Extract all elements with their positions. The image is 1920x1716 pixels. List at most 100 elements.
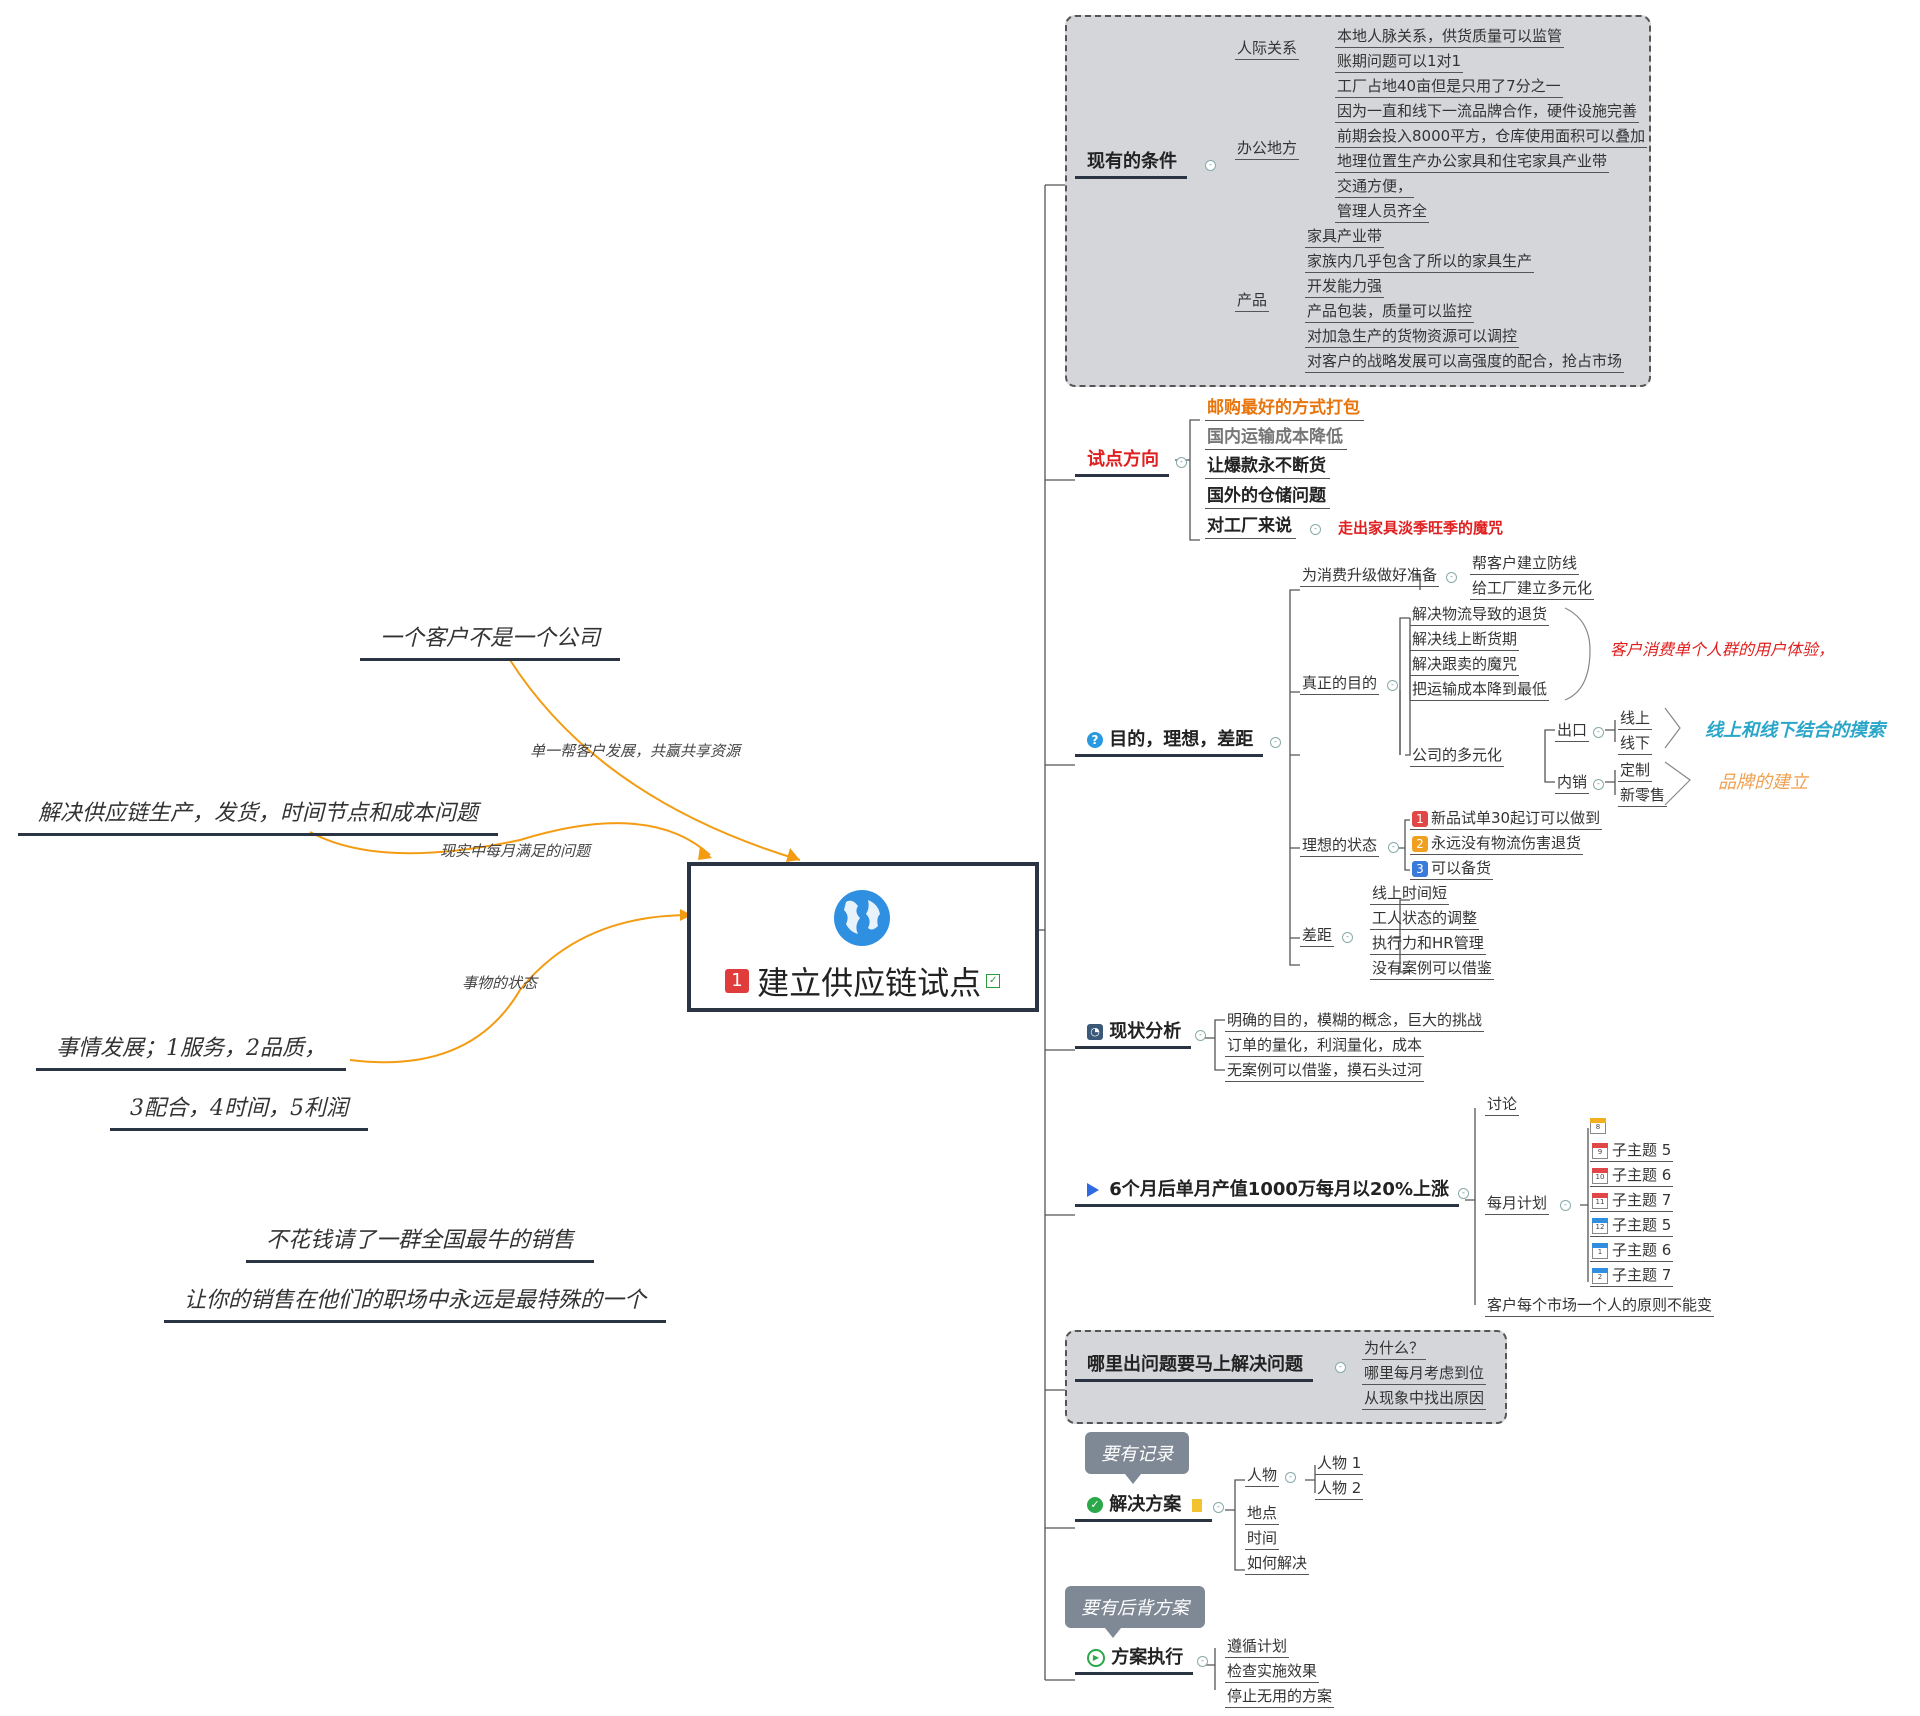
branch-goal-ideal-gap[interactable]: ? 目的，理想，差距 <box>1075 730 1264 757</box>
list-item[interactable]: 产品包装，质量可以监控 <box>1305 301 1475 323</box>
collapse-toggle[interactable]: - <box>1388 842 1399 853</box>
list-item[interactable]: 人物 1 <box>1315 1453 1364 1475</box>
floating-note-4[interactable]: 不花钱请了一群全国最牛的销售 <box>246 1222 595 1263</box>
list-item[interactable]: 国外的仓储问题 <box>1205 486 1330 509</box>
list-item[interactable]: 哪里每月考虑到位 <box>1362 1363 1487 1385</box>
relationship-label-3[interactable]: 事物的状态 <box>462 974 538 992</box>
branch-pilot-direction[interactable]: 试点方向 <box>1075 450 1169 477</box>
floating-note-3b[interactable]: 3配合，4时间，5利润 <box>110 1090 368 1131</box>
node-product[interactable]: 产品 <box>1235 290 1270 312</box>
floating-note-3a[interactable]: 事情发展；1服务，2品质， <box>36 1030 346 1071</box>
list-item[interactable]: 无案例可以借鉴，摸石头过河 <box>1225 1060 1425 1082</box>
list-item[interactable]: 家族内几乎包含了所以的家具生产 <box>1305 251 1535 273</box>
list-item[interactable]: 国内运输成本降低 <box>1205 427 1347 450</box>
list-item[interactable]: 线上时间短 <box>1370 883 1450 905</box>
list-item[interactable]: 前期会投入8000平方，仓库使用面积可以叠加 <box>1335 126 1648 148</box>
list-item[interactable]: 时间 <box>1245 1528 1280 1550</box>
relationship-label-1[interactable]: 单一帮客户发展，共赢共享资源 <box>530 742 741 760</box>
list-item[interactable]: 线上 <box>1618 708 1653 730</box>
list-item[interactable]: 订单的量化，利润量化，成本 <box>1225 1035 1425 1057</box>
collapse-toggle[interactable]: - <box>1387 680 1398 691</box>
list-item[interactable]: 地理位置生产办公家具和住宅家具产业带 <box>1335 151 1610 173</box>
list-item[interactable]: 线下 <box>1618 733 1653 755</box>
collapse-toggle[interactable]: - <box>1458 1188 1469 1199</box>
collapse-toggle[interactable]: - <box>1335 1362 1346 1373</box>
list-item[interactable]: 执行力和HR管理 <box>1370 933 1486 955</box>
node-market-rule[interactable]: 客户每个市场一个人的原则不能变 <box>1485 1295 1715 1317</box>
collapse-toggle[interactable]: - <box>1593 727 1604 738</box>
list-item[interactable]: 把运输成本降到最低 <box>1410 679 1550 701</box>
relationship-label-2[interactable]: 现实中每月满足的问题 <box>440 842 591 860</box>
list-item[interactable]: 明确的目的，模糊的概念，巨大的挑战 <box>1225 1010 1485 1032</box>
node-interpersonal[interactable]: 人际关系 <box>1235 38 1300 60</box>
node-export[interactable]: 出口 <box>1555 720 1590 742</box>
list-item[interactable]: 检查实施效果 <box>1225 1661 1320 1683</box>
list-item[interactable]: 走出家具淡季旺季的魔咒 <box>1338 519 1504 537</box>
collapse-toggle[interactable]: - <box>1560 1200 1571 1211</box>
branch-plan-execution[interactable]: ▶ 方案执行 <box>1075 1648 1194 1675</box>
summary-label[interactable]: 线上和线下结合的摸索 <box>1705 720 1885 741</box>
list-item[interactable]: 解决线上断货期 <box>1410 629 1520 651</box>
summary-label[interactable]: 客户消费单个人群的用户体验， <box>1610 640 1835 659</box>
list-item[interactable]: 遵循计划 <box>1225 1636 1290 1658</box>
list-item[interactable]: 管理人员齐全 <box>1335 201 1430 223</box>
list-item[interactable]: 从现象中找出原因 <box>1362 1388 1487 1410</box>
collapse-toggle[interactable]: - <box>1310 524 1321 535</box>
list-item[interactable]: 新零售 <box>1618 785 1668 807</box>
list-item[interactable]: 对工厂来说 <box>1205 516 1296 539</box>
branch-existing-conditions[interactable]: 现有的条件 <box>1075 152 1187 179</box>
node-domestic[interactable]: 内销 <box>1555 772 1590 794</box>
list-item[interactable]: 让爆款永不断货 <box>1205 456 1330 479</box>
collapse-toggle[interactable]: - <box>1195 1030 1206 1041</box>
collapse-toggle[interactable]: - <box>1342 932 1353 943</box>
node-diversification[interactable]: 公司的多元化 <box>1410 745 1505 767</box>
floating-note-5[interactable]: 让你的销售在他们的职场中永远是最特殊的一个 <box>164 1282 667 1323</box>
node-gap[interactable]: 差距 <box>1300 925 1335 947</box>
list-item[interactable]: 家具产业带 <box>1305 226 1385 248</box>
collapse-toggle[interactable]: - <box>1285 1472 1296 1483</box>
list-item[interactable]: 开发能力强 <box>1305 276 1385 298</box>
callout-record[interactable]: 要有记录 <box>1085 1432 1189 1484</box>
list-item[interactable]: 本地人脉关系，供货质量可以监管 <box>1335 26 1565 48</box>
list-item[interactable]: 为什么？ <box>1362 1338 1427 1360</box>
branch-six-month-goal[interactable]: 6个月后单月产值1000万每月以20%上涨 <box>1075 1180 1459 1207</box>
floating-note-1[interactable]: 一个客户不是一个公司 <box>360 620 621 661</box>
collapse-toggle[interactable]: - <box>1176 457 1187 468</box>
summary-label[interactable]: 品牌的建立 <box>1718 772 1808 793</box>
collapse-toggle[interactable]: - <box>1213 1502 1224 1513</box>
central-topic[interactable]: 1 建立供应链试点 ✓ <box>687 862 1039 1012</box>
list-item[interactable]: 对客户的战略发展可以高强度的配合，抢占市场 <box>1305 351 1625 373</box>
callout-backup-plan[interactable]: 要有后背方案 <box>1065 1586 1205 1638</box>
node-monthly-plan[interactable]: 每月计划 <box>1485 1193 1550 1215</box>
calendar-icon[interactable]: 8 <box>1590 1115 1610 1135</box>
list-item[interactable]: 人物 2 <box>1315 1478 1364 1500</box>
list-item[interactable]: 停止无用的方案 <box>1225 1686 1335 1708</box>
node-true-purpose[interactable]: 真正的目的 <box>1300 673 1380 695</box>
collapse-toggle[interactable]: - <box>1205 160 1216 171</box>
node-office[interactable]: 办公地方 <box>1235 138 1300 160</box>
node-person[interactable]: 人物 <box>1245 1465 1280 1487</box>
list-item[interactable]: 工人状态的调整 <box>1370 908 1480 930</box>
branch-status-analysis[interactable]: ◔ 现状分析 <box>1075 1022 1192 1049</box>
collapse-toggle[interactable]: - <box>1270 737 1281 748</box>
list-item[interactable]: 解决物流导致的退货 <box>1410 604 1550 626</box>
list-item[interactable]: 解决跟卖的魔咒 <box>1410 654 1520 676</box>
list-item[interactable]: 帮客户建立防线 <box>1470 553 1580 575</box>
list-item[interactable]: 地点 <box>1245 1503 1280 1525</box>
branch-solution[interactable]: ✓ 解决方案 <box>1075 1495 1212 1522</box>
branch-fix-problems[interactable]: 哪里出问题要马上解决问题 <box>1075 1355 1313 1382</box>
floating-note-2[interactable]: 解决供应链生产，发货，时间节点和成本问题 <box>18 795 499 836</box>
collapse-toggle[interactable]: - <box>1593 779 1604 790</box>
node-upgrade-prep[interactable]: 为消费升级做好准备 <box>1300 565 1440 587</box>
list-item[interactable]: 邮购最好的方式打包 <box>1205 398 1364 421</box>
list-item[interactable]: 因为一直和线下一流品牌合作，硬件设施完善 <box>1335 101 1640 123</box>
node-ideal-state[interactable]: 理想的状态 <box>1300 835 1380 857</box>
list-item[interactable]: 对加急生产的货物资源可以调控 <box>1305 326 1520 348</box>
